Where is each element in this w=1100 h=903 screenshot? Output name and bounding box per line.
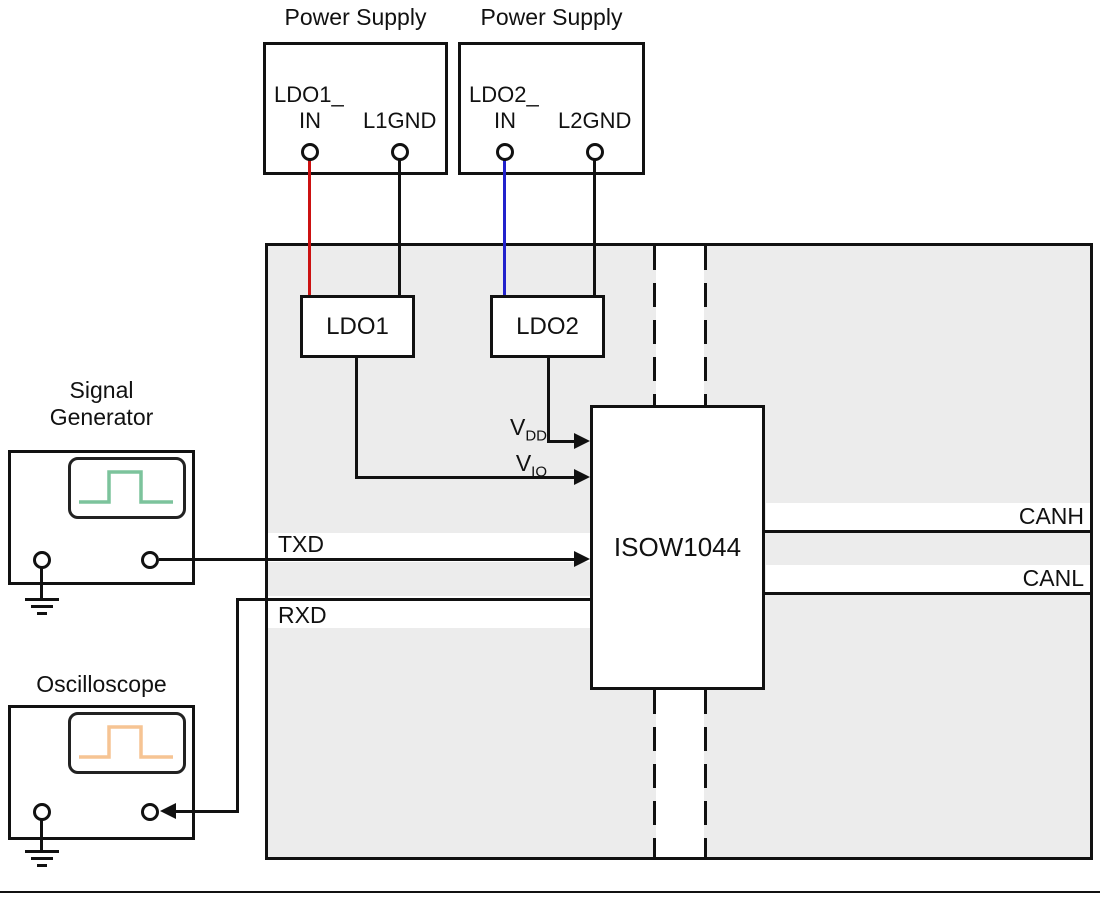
- wire-canh: [765, 530, 1090, 533]
- oscilloscope-title: Oscilloscope: [36, 671, 167, 697]
- ldo2-in-terminal: [496, 143, 514, 161]
- isow1044-label: ISOW1044: [613, 532, 742, 562]
- ground-stem: [40, 820, 43, 851]
- ldo2-label: LDO2: [516, 312, 579, 340]
- pulse-waveform-icon: [79, 470, 173, 504]
- wire-rxd-to-oscilloscope: [176, 810, 238, 813]
- rxd-band: [268, 596, 590, 628]
- signal-generator-title-line2: Generator: [49, 404, 154, 430]
- vio-label-main: V: [515, 450, 532, 476]
- txd-band: [268, 533, 590, 562]
- oscilloscope-screen: [68, 712, 186, 774]
- ldo2-box: LDO2: [490, 295, 605, 358]
- ps1-pin-in-label: IN: [299, 108, 321, 133]
- vdd-label-sub: DD: [525, 427, 547, 445]
- power-supply-2-box: [458, 42, 645, 175]
- ps2-pin-l2gnd-label: L2GND: [558, 108, 632, 133]
- bottom-rule: [0, 891, 1100, 893]
- ldo1-in-terminal: [301, 143, 319, 161]
- txd-label: TXD: [278, 531, 324, 557]
- ps2-pin-in-label: IN: [494, 108, 516, 133]
- ground-bar: [31, 857, 53, 860]
- wire-ldo2-in: [503, 159, 506, 295]
- canl-band: [766, 565, 1090, 593]
- vio-label-sub: IO: [531, 463, 547, 481]
- signal-generator-title-line1: Signal: [69, 377, 134, 403]
- wire-l2gnd: [593, 159, 596, 295]
- power-supply-2-title: Power Supply: [480, 4, 623, 30]
- oscilloscope-in-terminal: [141, 803, 159, 821]
- canl-label: CANL: [1022, 565, 1084, 591]
- vdd-label: VDD: [470, 414, 547, 445]
- ground-bar: [31, 605, 53, 608]
- vio-label: VIO: [470, 450, 547, 481]
- canh-label: CANH: [1018, 503, 1084, 529]
- wire-ldo1-vio-horizontal: [355, 476, 578, 479]
- power-supply-1-title: Power Supply: [284, 4, 427, 30]
- rxd-label: RXD: [278, 602, 327, 628]
- ps1-pin-ldo1-label: LDO1_: [274, 82, 344, 107]
- oscilloscope-gnd-terminal: [33, 803, 51, 821]
- l2gnd-terminal: [586, 143, 604, 161]
- canh-band: [766, 503, 1090, 531]
- wire-rxd-vertical: [236, 598, 239, 813]
- wire-rxd-horizontal: [236, 598, 590, 601]
- wire-ldo1-in: [308, 159, 311, 295]
- signal-generator-out-terminal: [141, 551, 159, 569]
- signal-generator-screen: [68, 457, 186, 519]
- wire-txd: [159, 558, 578, 561]
- signal-generator-gnd-terminal: [33, 551, 51, 569]
- isow1044-box: ISOW1044: [590, 405, 765, 690]
- vio-arrow-icon: [574, 469, 590, 485]
- pulse-waveform-icon: [79, 725, 173, 759]
- wire-ldo2-vdd-horizontal: [547, 440, 578, 443]
- wire-l1gnd: [398, 159, 401, 295]
- vdd-arrow-icon: [574, 433, 590, 449]
- vdd-label-main: V: [509, 414, 526, 440]
- ground-stem: [40, 568, 43, 599]
- l1gnd-terminal: [391, 143, 409, 161]
- wire-canl: [765, 592, 1090, 595]
- rxd-arrow-icon: [160, 803, 176, 819]
- ground-bar: [37, 864, 47, 867]
- ldo1-label: LDO1: [326, 312, 389, 340]
- ground-bar: [25, 598, 59, 601]
- power-supply-1-box: [263, 42, 448, 175]
- wire-ldo1-vio-vertical: [355, 358, 358, 479]
- ps2-pin-ldo2-label: LDO2_: [469, 82, 539, 107]
- txd-arrow-icon: [574, 551, 590, 567]
- ground-bar: [25, 850, 59, 853]
- ground-bar: [37, 612, 47, 615]
- ldo1-box: LDO1: [300, 295, 415, 358]
- wire-ldo2-vdd-vertical: [547, 358, 550, 443]
- ps1-pin-l1gnd-label: L1GND: [363, 108, 437, 133]
